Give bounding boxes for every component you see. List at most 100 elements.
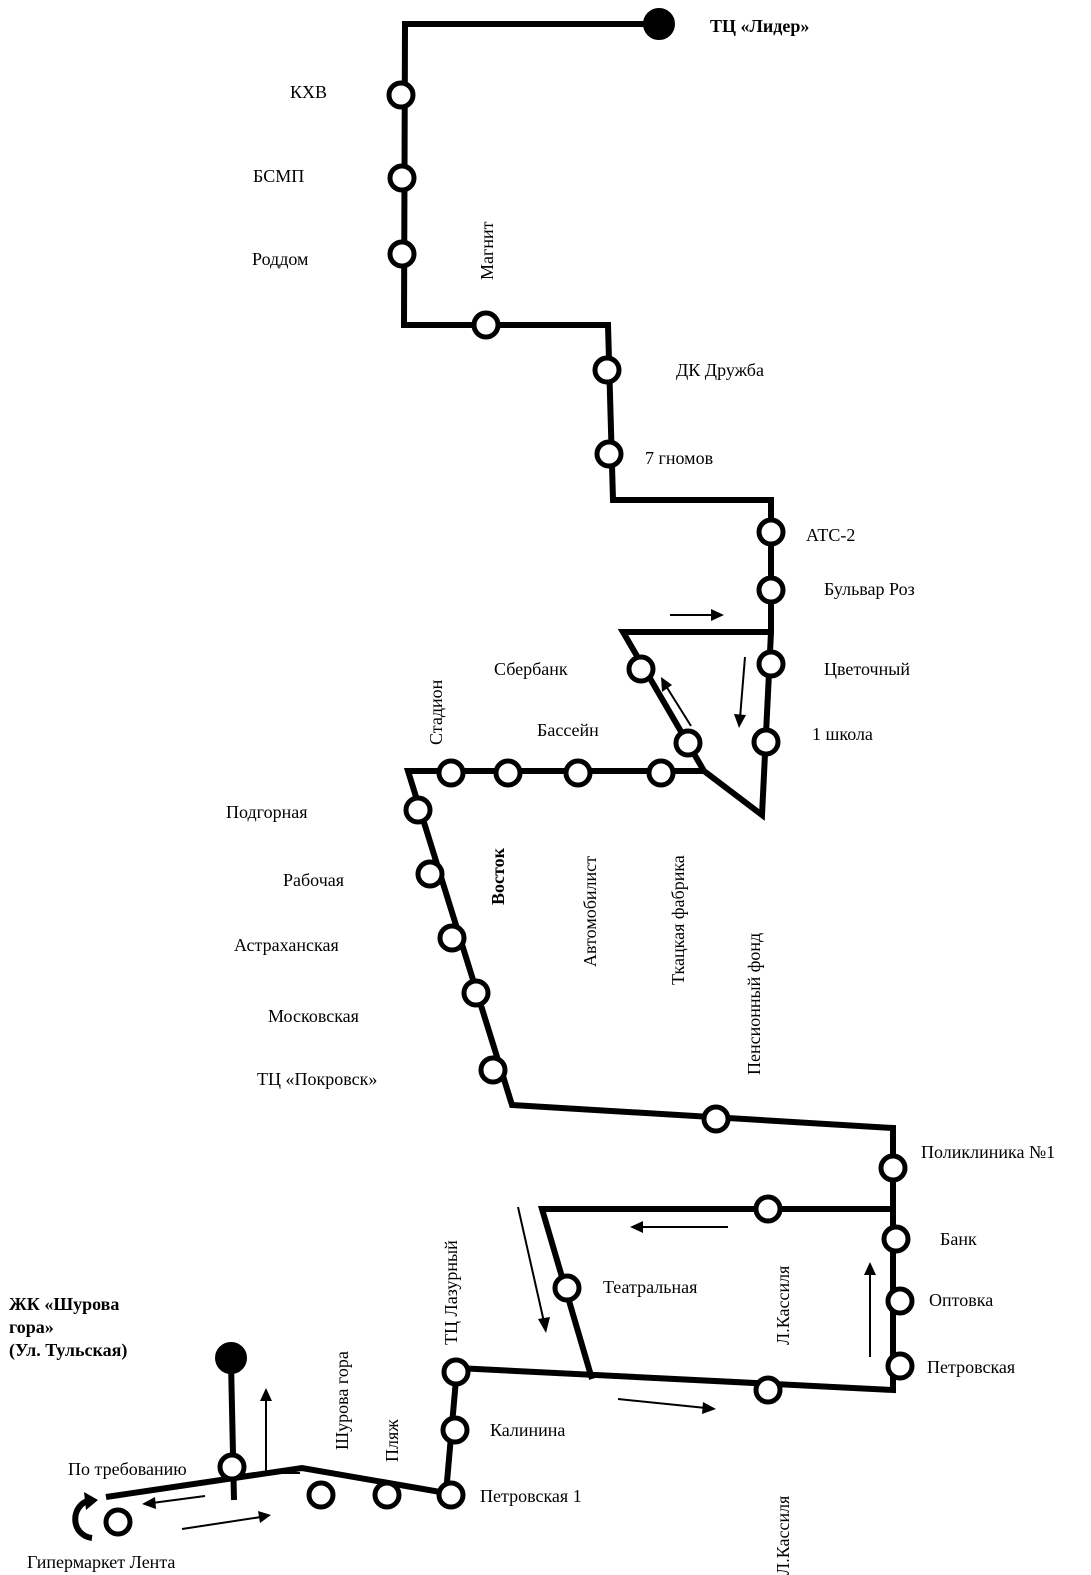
arrow-right-lower-head-icon	[702, 1402, 716, 1414]
stop-avtomobilist-label: Автомобилист	[580, 856, 600, 967]
arrow-down-teatralnaya-icon	[517, 1206, 545, 1323]
stop-tkatskaya-marker	[646, 758, 676, 788]
stop-vostok-marker	[493, 758, 523, 788]
stop-magnit-marker	[471, 310, 501, 340]
stop-bulvar-roz-label: Бульвар Роз	[824, 579, 915, 599]
stop-lkassilya-bottom-marker	[753, 1375, 783, 1405]
u-turn-arrowhead-icon	[84, 1492, 98, 1510]
stop-shurova-gora-marker	[306, 1480, 336, 1510]
route-line-east-west	[105, 768, 896, 1500]
stop-lkassilya-top-marker	[753, 1194, 783, 1224]
arrow-up-shurova-head-icon	[260, 1388, 272, 1401]
stop-vostok-label: Восток	[488, 847, 508, 905]
route-line-teatralnaya-loop	[537, 1206, 893, 1380]
arrow-down-teatralnaya-head-icon	[538, 1317, 550, 1333]
stop-kalinina-marker	[440, 1415, 470, 1445]
terminal-south-marker	[215, 1342, 247, 1374]
arrow-right-lenta-icon	[181, 1516, 262, 1530]
stop-moskovskaya-marker	[461, 978, 491, 1008]
stop-ats2-marker	[756, 517, 786, 547]
stop-shurova-gora-label: Шурова гора	[332, 1351, 352, 1450]
stop-shkola1-marker	[751, 727, 781, 757]
stop-magnit-label: Магнит	[477, 221, 497, 280]
stop-tc-lazurny-marker	[441, 1357, 471, 1387]
arrow-right-top-head-icon	[711, 609, 724, 621]
stop-tc-lazurny-label: ТЦ Лазурный	[441, 1240, 461, 1345]
stop-optovka-label: Оптовка	[929, 1290, 993, 1310]
stop-pensionny-marker	[701, 1104, 731, 1134]
stop-shkola1-label: 1 школа	[812, 724, 873, 744]
arrow-down-tsvetochny-icon	[739, 656, 746, 719]
stop-khv-label: КХВ	[290, 82, 327, 102]
stop-petrovskaya1-marker	[436, 1480, 466, 1510]
terminal-south-label-line2: гора»	[9, 1317, 54, 1337]
stop-bsmp-marker	[387, 163, 417, 193]
stop-teatralnaya-marker	[552, 1273, 582, 1303]
stop-petrovskaya-label: Петровская	[927, 1357, 1015, 1377]
stop-pensionny-label: Пенсионный фонд	[744, 933, 764, 1075]
stop-khv-marker	[386, 80, 416, 110]
stop-lkassilya-bottom-label: Л.Кассиля	[773, 1496, 793, 1575]
stop-astrakhanskaya-marker	[437, 923, 467, 953]
stop-moskovskaya-label: Московская	[268, 1006, 359, 1026]
stop-tsvetochny-label: Цветочный	[824, 659, 910, 679]
stop-stadion-marker	[436, 758, 466, 788]
stop-podgornaya-marker	[403, 795, 433, 825]
stop-stadion-label: Стадион	[426, 679, 446, 745]
arrow-left-po-trebovaniyu-head-icon	[142, 1497, 156, 1509]
stop-bsmp-label: БСМП	[253, 166, 304, 186]
stop-sberbank-marker	[626, 654, 656, 684]
stop-petrovskaya-marker	[885, 1351, 915, 1381]
stop-poliklinika-marker	[878, 1153, 908, 1183]
stop-kalinina-label: Калинина	[490, 1420, 565, 1440]
stop-avtomobilist-marker	[563, 758, 593, 788]
stop-bank-marker	[881, 1224, 911, 1254]
stop-tc-pokrovsk-label: ТЦ «Покровск»	[257, 1069, 377, 1089]
stop-sberbank-label: Сбербанк	[494, 659, 568, 679]
stop-tsvetochny-marker	[756, 649, 786, 679]
arrow-up-optovka-head-icon	[864, 1262, 876, 1275]
arrow-up-sberbank-head-icon	[661, 677, 672, 692]
arrow-right-lower-icon	[617, 1398, 707, 1409]
arrow-up-shurova-icon	[265, 1398, 300, 1474]
route-line-north	[400, 21, 774, 821]
stop-lenta-label: Гипермаркет Лента	[27, 1552, 175, 1572]
stop-po-trebovaniyu-marker	[217, 1452, 247, 1482]
route-line-sberbank-loop	[617, 629, 771, 773]
u-turn-arrow-icon	[72, 1497, 93, 1541]
stop-po-trebovaniyu-label: По требованию	[68, 1459, 187, 1479]
stop-podgornaya-label: Подгорная	[226, 802, 307, 822]
terminal-north-label: ТЦ «Лидер»	[710, 16, 809, 36]
stop-poliklinika-label: Поликлиника №1	[921, 1142, 1055, 1162]
arrow-right-lenta-head-icon	[258, 1511, 271, 1523]
stop-astrakhanskaya-label: Астраханская	[234, 935, 339, 955]
stop-rabochaya-marker	[415, 859, 445, 889]
direction-arrows	[142, 609, 876, 1530]
stop-roddom-marker	[387, 239, 417, 269]
arrow-left-po-trebovaniyu-icon	[151, 1495, 206, 1504]
terminal-south-label-line3: (Ул. Тульская)	[9, 1340, 127, 1361]
stop-gnomov-label: 7 гномов	[645, 448, 713, 468]
stop-optovka-marker	[885, 1286, 915, 1316]
terminal-north-marker	[643, 8, 675, 40]
stop-tkatskaya-label: Ткацкая фабрика	[668, 855, 688, 985]
stop-rabochaya-label: Рабочая	[283, 870, 344, 890]
arrow-down-tsvetochny-head-icon	[734, 714, 746, 728]
stop-plyazh-marker	[372, 1480, 402, 1510]
stop-teatralnaya-label: Театральная	[603, 1277, 697, 1297]
stop-roddom-label: Роддом	[252, 249, 308, 269]
stop-plyazh-label: Пляж	[382, 1419, 402, 1462]
arrow-left-lkassilya-head-icon	[630, 1221, 643, 1233]
stop-lenta-marker	[103, 1507, 133, 1537]
arrow-up-sberbank-icon	[665, 685, 692, 727]
stop-petrovskaya1-label: Петровская 1	[480, 1486, 582, 1506]
stop-gnomov-marker	[594, 439, 624, 469]
terminal-south-label-line1: ЖК «Шурова	[9, 1294, 119, 1314]
stop-dk-druzhba-marker	[592, 355, 622, 385]
stop-basseyn-label: Бассейн	[537, 720, 599, 740]
stop-bank-label: Банк	[940, 1229, 977, 1249]
stop-tkatskaya-upper-marker	[673, 728, 703, 758]
stop-lkassilya-top-label: Л.Кассиля	[773, 1266, 793, 1345]
